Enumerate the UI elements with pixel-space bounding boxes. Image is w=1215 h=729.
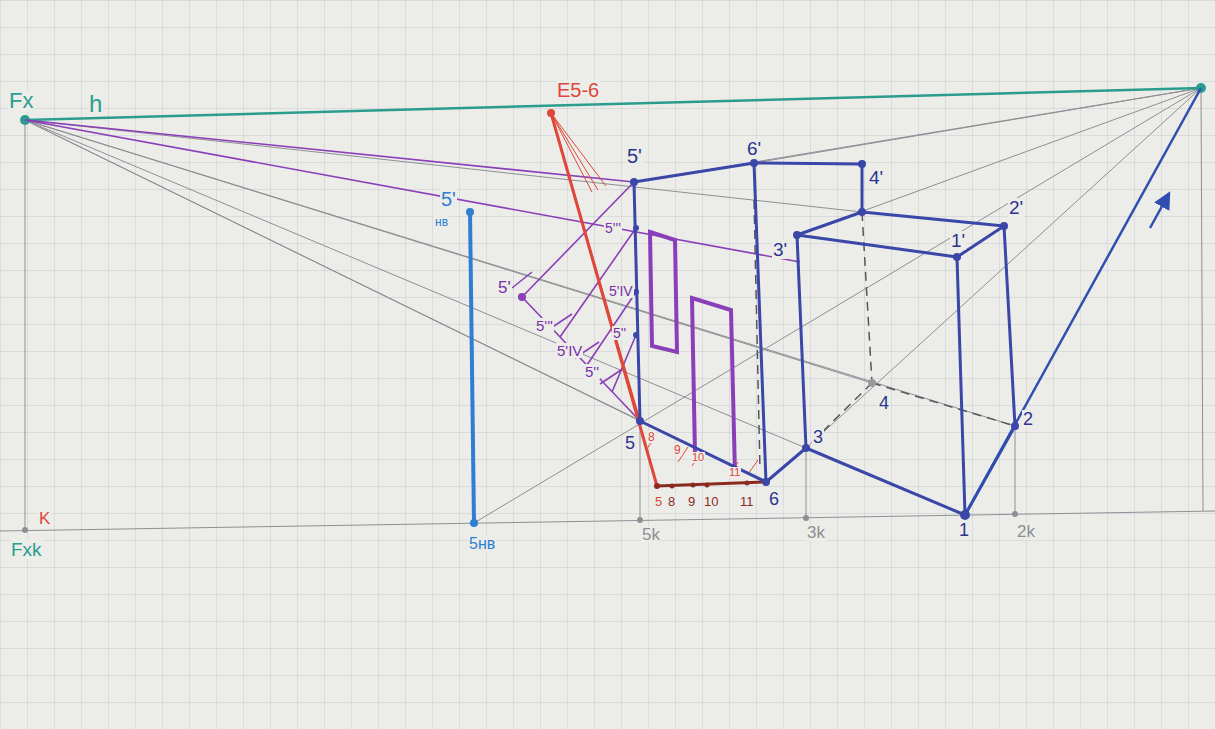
point-label: E5-6 [556,80,600,100]
point-label: 2 [1022,410,1034,428]
measuring-lines [25,120,800,421]
point-label: 5k [641,526,661,543]
point-label: 6' [746,139,762,158]
arrow-anchor [1150,180,1166,199]
point-dot [868,379,876,387]
point-dot [547,109,555,117]
point-label: 5''' [535,318,554,333]
point-label: 5''' [604,221,622,235]
point-label: 3' [772,240,788,259]
point-label: 9 [687,495,696,508]
point-dot [470,519,478,527]
horizon-line [25,88,1201,120]
point-label: Fx [8,90,34,112]
point-label: 5 [654,495,663,508]
point-label: 10 [691,452,705,463]
red-construction [551,113,758,486]
point-label: нв [434,216,449,228]
ground-marks [22,511,1018,533]
building-edges [634,163,1015,515]
facade-openings [650,232,735,475]
point-label: 2' [1008,198,1024,217]
point-label: 5'' [584,364,600,379]
point-label: 6 [768,490,780,508]
point-label: 1' [950,231,966,250]
hidden-edges [754,200,1015,470]
point-label: 5'IV [608,284,634,298]
direction-line [965,88,1201,515]
point-label: 1 [958,521,970,539]
point-label: 5'' [612,326,627,340]
point-label: 9 [673,444,682,456]
point-label: 2k [1016,523,1036,540]
point-dot [466,208,474,216]
vertex-dots [630,159,1019,520]
point-label: 5' [626,146,643,166]
scale-ticks [654,481,750,490]
point-label: K [38,510,51,527]
point-label: 10 [703,495,719,508]
construction-lines [0,88,1215,531]
point-label: 5' [497,279,512,296]
point-label: 4 [878,394,890,412]
point-label: 5' [440,189,457,209]
point-label: 5'IV [556,343,583,358]
point-label: 5нв [468,536,496,552]
point-label: 8 [667,495,676,508]
point-label: h [88,92,103,116]
point-dot [518,293,526,301]
point-label: 4' [868,168,884,187]
point-label: 11 [728,467,741,478]
direction-arrow [1150,199,1166,228]
point-label: 3k [806,524,826,541]
point-label: Fxk [10,540,43,559]
point-label: 8 [647,431,656,443]
true-height [470,212,474,523]
point-label: 5 [624,434,636,452]
point-label: 11 [739,495,755,508]
point-label: 3 [812,428,824,446]
